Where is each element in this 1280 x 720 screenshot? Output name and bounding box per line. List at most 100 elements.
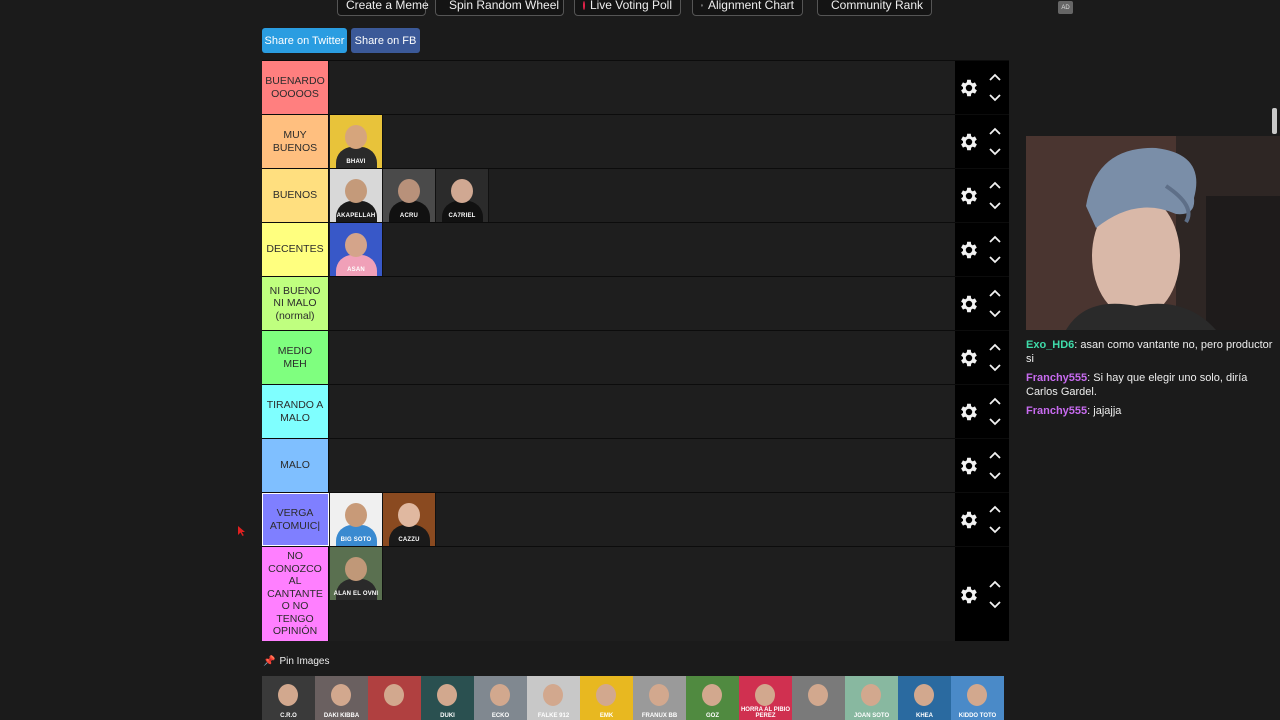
- gear-icon[interactable]: [958, 455, 980, 477]
- community-rank-label: Community Rank: [831, 0, 924, 12]
- move-up-icon[interactable]: [988, 72, 1002, 82]
- gear-icon[interactable]: [958, 239, 980, 261]
- move-down-icon[interactable]: [988, 309, 1002, 319]
- tier-item-thumbnail[interactable]: ACRU: [383, 169, 436, 222]
- tier-item-thumbnail[interactable]: ALAN EL OVNI: [330, 547, 383, 600]
- tier-label[interactable]: BUENARDO OOOOOS: [262, 61, 329, 114]
- pin-images-toggle[interactable]: 📌 Pin Images: [263, 656, 329, 667]
- tier-label[interactable]: NO CONOZCO AL CANTANTE O NO TENGO OPINIÓ…: [262, 547, 329, 641]
- pool-image[interactable]: FALKE 912: [527, 676, 580, 720]
- pool-image[interactable]: C.R.O: [262, 676, 315, 720]
- ad-badge[interactable]: AD: [1058, 1, 1073, 14]
- tier-label[interactable]: DECENTES: [262, 223, 329, 276]
- grid-icon: [701, 4, 703, 6]
- pool-image-caption: DUKI: [440, 713, 455, 719]
- tier-items[interactable]: BIG SOTO CAZZU: [330, 493, 955, 546]
- create-meme-button[interactable]: Create a Meme: [337, 0, 429, 16]
- tier-items[interactable]: BHAVI: [330, 115, 955, 168]
- move-down-icon[interactable]: [988, 147, 1002, 157]
- pool-image[interactable]: HORRA AL PIBIO PEREZ: [739, 676, 792, 720]
- pool-image[interactable]: JOAN SOTO: [845, 676, 898, 720]
- gear-icon[interactable]: [958, 77, 980, 99]
- chat-username[interactable]: Franchy555: [1026, 405, 1088, 417]
- pool-image[interactable]: ECKO: [474, 676, 527, 720]
- tier-item-thumbnail[interactable]: BHAVI: [330, 115, 383, 168]
- tier-item-thumbnail[interactable]: ASAN: [330, 223, 383, 276]
- move-down-icon[interactable]: [988, 363, 1002, 373]
- pool-image-face: [596, 684, 616, 706]
- move-up-icon[interactable]: [988, 504, 1002, 514]
- gear-icon[interactable]: [958, 401, 980, 423]
- mouse-cursor-icon: [238, 526, 245, 536]
- gear-icon[interactable]: [958, 185, 980, 207]
- page-scrollbar[interactable]: [1272, 108, 1277, 134]
- tier-item-thumbnail[interactable]: CA7RIEL: [436, 169, 489, 222]
- move-up-icon[interactable]: [988, 579, 1002, 589]
- move-down-icon[interactable]: [988, 93, 1002, 103]
- tier-items[interactable]: [330, 277, 955, 330]
- move-up-icon[interactable]: [988, 126, 1002, 136]
- gear-icon[interactable]: [958, 131, 980, 153]
- move-up-icon[interactable]: [988, 234, 1002, 244]
- tier-label[interactable]: VERGA ATOMUIC|: [262, 493, 329, 546]
- move-up-icon[interactable]: [988, 396, 1002, 406]
- move-up-icon[interactable]: [988, 288, 1002, 298]
- tier-items[interactable]: [330, 439, 955, 492]
- pool-image[interactable]: EMK: [580, 676, 633, 720]
- tier-items[interactable]: [330, 331, 955, 384]
- tier-items[interactable]: [330, 61, 955, 114]
- tier-items[interactable]: ALAN EL OVNI: [330, 547, 955, 641]
- tier-item-thumbnail[interactable]: BIG SOTO: [330, 493, 383, 546]
- tier-label[interactable]: MALO: [262, 439, 329, 492]
- tier-item-thumbnail[interactable]: AKAPELLAH: [330, 169, 383, 222]
- tier-controls: [955, 493, 1009, 546]
- artist-name-caption: BIG SOTO: [340, 537, 372, 543]
- pool-image[interactable]: [792, 676, 845, 720]
- share-fb-button[interactable]: Share on FB: [351, 28, 420, 53]
- gear-icon[interactable]: [958, 584, 980, 606]
- pool-image-face: [702, 684, 722, 706]
- tier-label[interactable]: MEDIO MEH: [262, 331, 329, 384]
- move-down-icon[interactable]: [988, 201, 1002, 211]
- community-rank-button[interactable]: Community Rank: [817, 0, 932, 16]
- artist-name-caption: ALAN EL OVNI: [333, 591, 379, 597]
- pool-image[interactable]: DAKI KIBBA: [315, 676, 368, 720]
- pool-image[interactable]: FRANUX BB: [633, 676, 686, 720]
- tier-label[interactable]: BUENOS: [262, 169, 329, 222]
- pool-image[interactable]: KIDDO TOTO: [951, 676, 1004, 720]
- chat-username[interactable]: Franchy555: [1026, 372, 1088, 384]
- tier-controls: [955, 169, 1009, 222]
- move-up-icon[interactable]: [988, 450, 1002, 460]
- artist-photo-body: [336, 579, 377, 600]
- tier-label[interactable]: MUY BUENOS: [262, 115, 329, 168]
- move-down-icon[interactable]: [988, 255, 1002, 265]
- pool-image[interactable]: GOZ: [686, 676, 739, 720]
- gear-icon[interactable]: [958, 509, 980, 531]
- tier-item-thumbnail[interactable]: CAZZU: [383, 493, 436, 546]
- tier-items[interactable]: ASAN: [330, 223, 955, 276]
- tier-label[interactable]: NI BUENO NI MALO (normal): [262, 277, 329, 330]
- pool-image[interactable]: KHEA: [898, 676, 951, 720]
- tier-row: NO CONOZCO AL CANTANTE O NO TENGO OPINIÓ…: [262, 546, 1009, 641]
- pool-image[interactable]: [368, 676, 421, 720]
- pool-image[interactable]: DUKI: [421, 676, 474, 720]
- move-down-icon[interactable]: [988, 471, 1002, 481]
- tier-items[interactable]: [330, 385, 955, 438]
- move-up-icon[interactable]: [988, 180, 1002, 190]
- live-voting-poll-button[interactable]: Live Voting Poll: [574, 0, 681, 16]
- tier-label[interactable]: TIRANDO A MALO: [262, 385, 329, 438]
- alignment-chart-button[interactable]: Alignment Chart: [692, 0, 803, 16]
- move-down-icon[interactable]: [988, 417, 1002, 427]
- move-down-icon[interactable]: [988, 600, 1002, 610]
- gear-icon[interactable]: [958, 347, 980, 369]
- spin-wheel-button[interactable]: Spin Random Wheel: [435, 0, 564, 16]
- move-up-icon[interactable]: [988, 342, 1002, 352]
- gear-icon[interactable]: [958, 293, 980, 315]
- share-twitter-button[interactable]: Share on Twitter: [262, 28, 347, 53]
- chat-username[interactable]: Exo_HD6: [1026, 339, 1075, 351]
- pool-image-caption: KIDDO TOTO: [958, 713, 997, 719]
- pool-image-face: [914, 684, 934, 706]
- move-down-icon[interactable]: [988, 525, 1002, 535]
